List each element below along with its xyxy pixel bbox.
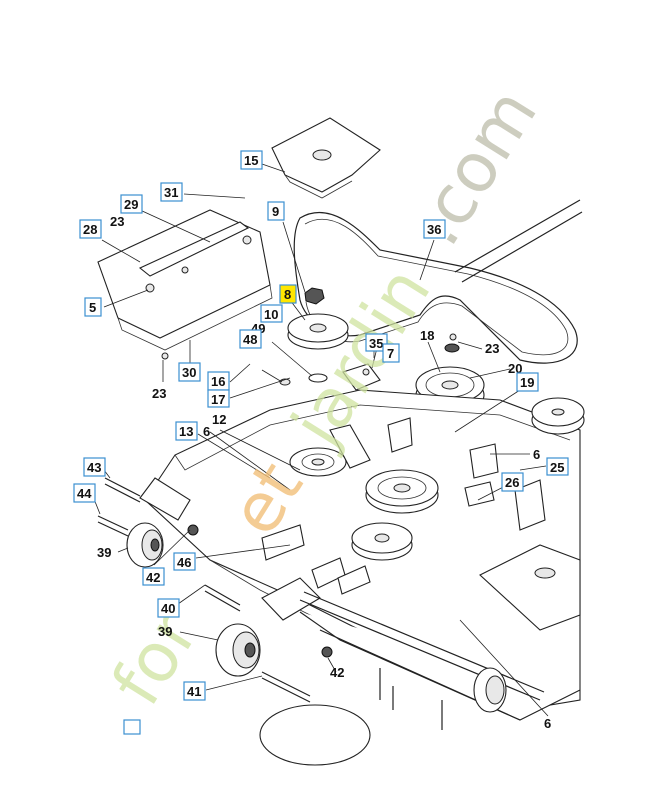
callout-12: 12: [212, 412, 226, 427]
callout-10: 10: [264, 307, 278, 322]
watermark-text-1: for: [97, 598, 214, 719]
watermark-text-4: .com: [397, 76, 552, 259]
idler-pulley: [279, 287, 349, 386]
callout-19: 19: [520, 375, 534, 390]
callout-42-bottom: 42: [330, 665, 344, 680]
callout-26: 26: [505, 475, 519, 490]
callout-30: 30: [182, 365, 196, 380]
callout-8: 8: [284, 287, 291, 302]
callout-15: 15: [244, 153, 258, 168]
callout-41: 41: [187, 684, 201, 699]
callouts: 15 31 29 23 28 9 36 5 8 10 49 48 30 23 1…: [73, 150, 569, 735]
callout-7: 7: [387, 346, 394, 361]
callout-16: 16: [211, 374, 225, 389]
idler-arm-bracket: [342, 345, 381, 391]
callout-6-right: 6: [533, 447, 540, 462]
deck-brackets: [261, 417, 546, 595]
callout-40: 40: [161, 601, 175, 616]
callout-23-right: 23: [485, 341, 499, 356]
spindle-pulley-right: [531, 397, 585, 435]
callout-6-bottom: 6: [544, 716, 551, 731]
callout-39-front: 39: [97, 545, 111, 560]
belt-cover: [271, 117, 381, 199]
drive-belt: [293, 199, 583, 364]
callout-28: 28: [83, 222, 97, 237]
callout-25: 25: [550, 460, 564, 475]
callout-23-left: 23: [152, 386, 166, 401]
callout-36: 36: [427, 222, 441, 237]
spindle-pulley-center: [365, 469, 439, 514]
callout-9: 9: [272, 204, 279, 219]
gauge-wheel-right: [473, 667, 507, 713]
spindle-pulley-lower: [351, 522, 413, 561]
callout-31: 31: [164, 185, 178, 200]
blade-disk: [259, 704, 371, 766]
callout-23-top: 23: [110, 214, 124, 229]
callout-48: 48: [243, 332, 257, 347]
leader-lines: [91, 163, 549, 717]
callout-44: 44: [77, 486, 92, 501]
callout-29: 29: [124, 197, 138, 212]
gauge-wheel-front: [126, 522, 164, 568]
callout-39-rear: 39: [158, 624, 172, 639]
spindle-pulley-left: [289, 447, 347, 477]
callout-18: 18: [420, 328, 434, 343]
callout-20: 20: [508, 361, 522, 376]
callout-17: 17: [211, 392, 225, 407]
axle-pins: [97, 477, 443, 730]
gauge-wheel-rear: [215, 623, 261, 677]
callout-46: 46: [177, 555, 191, 570]
callout-6-left: 6: [203, 424, 210, 439]
callout-43: 43: [87, 460, 101, 475]
callout-42-left: 42: [146, 570, 160, 585]
callout-35: 35: [369, 336, 383, 351]
callout-5: 5: [89, 300, 96, 315]
shield-bracket: [97, 209, 273, 360]
callout-13: 13: [179, 424, 193, 439]
